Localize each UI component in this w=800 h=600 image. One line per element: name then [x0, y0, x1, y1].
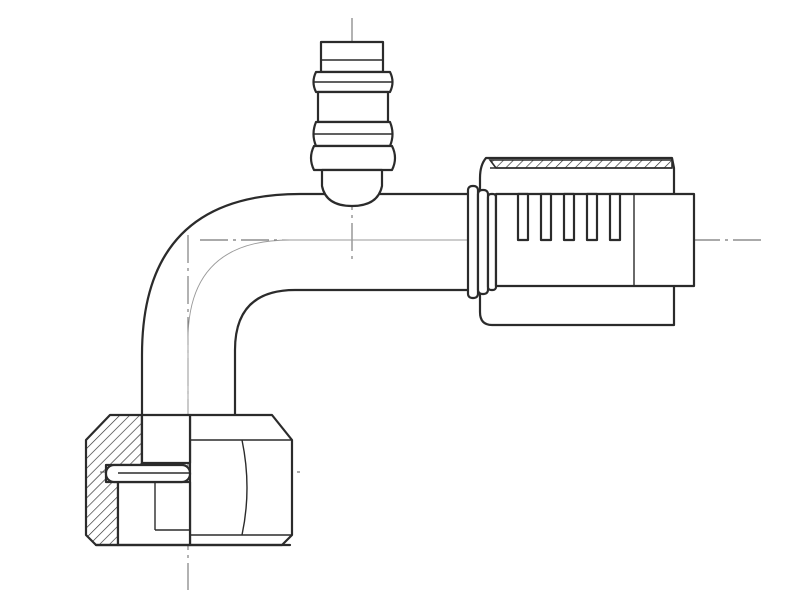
o-ring: [104, 463, 192, 484]
port-stem: [320, 168, 384, 208]
nut-hex-body: [188, 413, 294, 547]
insert-barbs: [516, 192, 622, 242]
port-body: [316, 90, 390, 124]
ferrule-collar-ring-3: [486, 192, 498, 292]
nut-inner-bore: [116, 480, 192, 547]
tube-bore-line: [187, 239, 470, 415]
elbow-tube: [140, 192, 472, 472]
charge-port-valve: [309, 40, 397, 208]
tube-outer-wall: [140, 192, 472, 472]
tube-inner-wall: [233, 288, 472, 416]
ferrule-collar-ring-1: [466, 184, 480, 300]
port-neck-ring: [309, 144, 397, 172]
hose-insert: [494, 192, 696, 288]
ferrule-hatched-wall: [488, 159, 673, 169]
ferrule-collar-ring-2: [476, 188, 490, 296]
nut-tube-stub: [140, 413, 192, 465]
nut-hex-flat-curve: [241, 439, 248, 536]
port-cap: [319, 40, 385, 74]
